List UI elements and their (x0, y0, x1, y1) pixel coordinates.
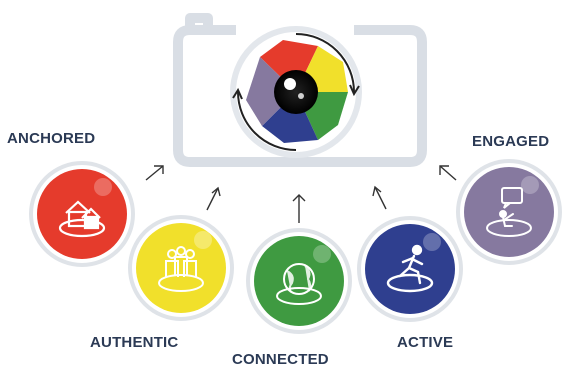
active-badge (357, 216, 463, 322)
arrow-active (372, 185, 387, 210)
arrow-authentic (206, 186, 221, 211)
arrow-anchored (145, 165, 164, 181)
people-group-icon (158, 246, 204, 292)
globe-icon (276, 263, 322, 305)
arrow-connected (292, 194, 306, 223)
label-active: ACTIVE (397, 334, 454, 351)
arrows (145, 165, 457, 223)
house-icon (58, 200, 106, 238)
camera-body-outline (173, 13, 427, 167)
label-connected: CONNECTED (232, 351, 329, 366)
arrow-engaged (439, 165, 457, 181)
runner-icon (386, 244, 434, 293)
label-engaged: ENGAGED (472, 133, 550, 150)
label-anchored: ANCHORED (7, 130, 96, 147)
camera-aperture-icon (230, 26, 362, 158)
engaged-badge (456, 159, 562, 265)
label-authentic: AUTHENTIC (90, 334, 179, 351)
speech-person-icon (486, 187, 532, 237)
authentic-badge (128, 215, 234, 321)
connected-badge (246, 228, 352, 334)
anchored-badge (29, 161, 135, 267)
